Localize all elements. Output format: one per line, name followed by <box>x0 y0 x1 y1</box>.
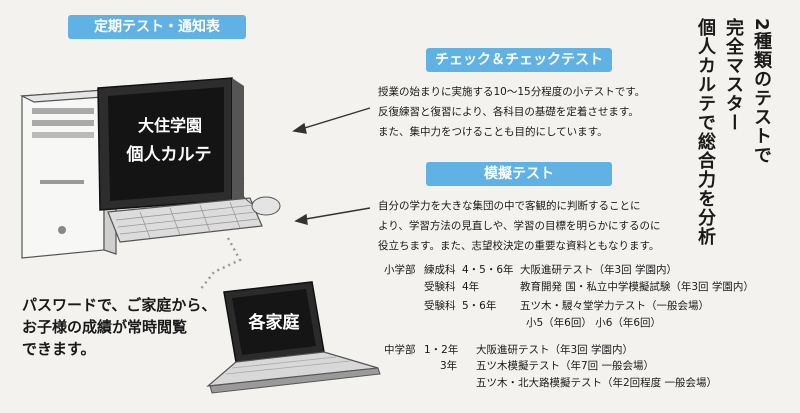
mouse-icon <box>239 177 281 216</box>
grade-label: 5・6年 <box>462 300 497 312</box>
test-detail: 五ツ木・北大路模擬テスト（年2回程度 一般会場） <box>476 377 718 389</box>
note-line: できます。 <box>22 340 96 358</box>
arrow-icon <box>292 107 371 225</box>
headline-column-3: 個人カルテで総合力を分析 <box>695 18 716 246</box>
division-label: 小学部 <box>384 264 416 276</box>
division-label: 中学部 <box>384 344 416 356</box>
test-detail: 大阪進研テスト（年3回 学園内） <box>520 264 678 276</box>
test-detail: 五ツ木・駸々堂学力テスト（一般会場） <box>520 300 709 312</box>
text-line: 自分の学力を大きな集団の中で客観的に判断することに <box>378 200 641 212</box>
headline-column-2: 完全マスター <box>723 18 744 132</box>
monitor-screen-title: 大住学園 <box>137 116 202 135</box>
mock-test-description: 自分の学力を大きな集団の中で客観的に判断することに より、学習方法の見直しや、学… <box>378 196 661 256</box>
test-detail: 教育開発 国・私立中学模擬試験（年3回 学園内） <box>520 281 754 293</box>
monitor-screen-subtitle: 個人カルテ <box>126 145 212 165</box>
check-test-description: 授業の始まりに実施する10～15分程度の小テストです。 反復練習と復習により、各… <box>378 82 645 142</box>
text-line: より、学習方法の見直しや、学習の目標を明らかにするのに <box>378 220 661 232</box>
course-label: 練成科 <box>424 264 456 276</box>
note-line: お子様の成績が常時閲覧 <box>22 318 188 336</box>
laptop-screen-label: 各家庭 <box>248 313 300 333</box>
regular-test-report-card-label: 定期テスト・通知表 <box>68 15 246 39</box>
text-line: 役立ちます。また、志望校決定の重要な資料ともなります。 <box>378 240 660 252</box>
headline-column-1: 2種類のテストで <box>751 18 772 165</box>
text-line: また、集中力をつけることも目的にしています。 <box>378 126 608 138</box>
password-access-note: パスワードで、ご家庭から、 お子様の成績が常時閲覧 できます。 <box>22 294 216 360</box>
check-test-title: チェック＆チェックテスト <box>426 48 612 72</box>
test-detail: 五ツ木模擬テスト（年7回 一般会場） <box>476 360 655 372</box>
test-detail: 小5（年6回） 小6（年6回） <box>526 317 662 329</box>
grade-label: 1・2年 <box>424 344 459 356</box>
connection-line <box>199 237 242 291</box>
laptop-icon <box>206 281 381 394</box>
text-line: 授業の始まりに実施する10～15分程度の小テストです。 <box>378 86 646 98</box>
grade-label: 4年 <box>462 281 480 293</box>
keyboard-icon <box>107 197 263 243</box>
course-label: 受験科 <box>424 300 456 312</box>
note-line: パスワードで、ご家庭から、 <box>22 296 217 314</box>
text-line: 反復練習と復習により、各科目の基礎を定着させます。 <box>378 106 639 118</box>
mock-test-title: 模擬テスト <box>426 162 612 186</box>
course-label: 受験科 <box>424 281 456 293</box>
grade-label: 4・5・6年 <box>462 264 514 276</box>
grade-label: 3年 <box>440 360 458 372</box>
test-schedule: 小学部 練成科 4・5・6年 大阪進研テスト（年3回 学園内） 受験科 4年 教… <box>384 262 794 412</box>
test-detail: 大阪進研テスト（年3回 学園内） <box>476 344 634 356</box>
